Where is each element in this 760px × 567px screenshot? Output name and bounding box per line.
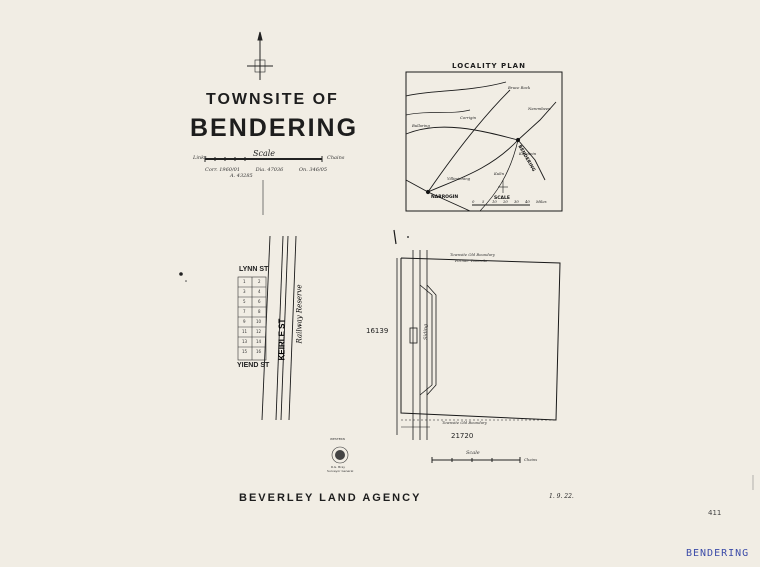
siding-label: Siding: [423, 323, 429, 340]
town-corrigin: Corrigin: [460, 115, 477, 120]
town-narembeen: Narembeen: [528, 106, 551, 111]
north-arrow-icon: [247, 31, 273, 80]
lot-number: 2: [258, 279, 261, 284]
seal-agent: R.G. Bray: [331, 465, 346, 469]
boundary-label-bottom: Townsite Old Boundary: [442, 420, 487, 425]
locality-scale-units: Miles: [536, 199, 547, 204]
archive-stamp: BENDERING: [686, 548, 750, 559]
lot-grid: [237, 276, 267, 361]
railway-reserve: [261, 235, 297, 421]
plot-scale-label: Scale: [466, 450, 480, 456]
seal-top-text: WESTERN: [330, 437, 345, 441]
lot-number: 1: [243, 279, 246, 284]
boundary-label-top-2: Former Townsite: [455, 258, 488, 263]
street-keirle: KEIRLE ST: [277, 318, 287, 361]
seal-agent-2: Surveyor General: [327, 469, 354, 473]
agency-name: BEVERLEY LAND AGENCY: [239, 492, 422, 504]
townsite-boundary: [393, 229, 561, 440]
town-kulin: Kulin: [494, 171, 505, 176]
seal-icon: [331, 446, 349, 464]
scale-left-unit: Links: [193, 155, 207, 161]
locality-scale-tick-2: 10: [492, 199, 497, 204]
scale-bar: [204, 156, 323, 162]
lot-number: 8: [258, 309, 261, 314]
dia-ref: Dia. 47036: [255, 167, 284, 173]
town-yilliminning: Yilliminning: [447, 176, 471, 181]
lot-number: 14: [256, 339, 262, 344]
locality-plan: [405, 71, 563, 212]
locality-scale-tick-4: 30: [514, 199, 519, 204]
plan-date: 1. 9. 22.: [549, 493, 574, 500]
lot-number: 7: [243, 309, 246, 314]
lot-number: 12: [256, 329, 262, 334]
scale-label: Scale: [253, 149, 276, 158]
lot-number: 5: [243, 299, 246, 304]
street-lynn: LYNN ST: [239, 266, 269, 273]
on-ref: On. 346/05: [298, 167, 327, 173]
town-bruce-rock: Bruce Rock: [508, 85, 531, 90]
lot-number: 10: [256, 319, 262, 324]
corr-ref: Corr. 1960/01: [205, 167, 241, 173]
lot-number: 4: [258, 289, 261, 294]
lot-number: 13: [242, 339, 248, 344]
town-kondinin: Kondinin: [519, 151, 537, 156]
lot-number: 16: [256, 349, 262, 354]
town-narrogin: NARROGIN: [431, 195, 459, 200]
reference-numbers: Corr. 1960/01 Dia. 47036 On. 346/05: [205, 168, 341, 173]
lot-number: 3: [243, 289, 246, 294]
lot-number: 6: [258, 299, 261, 304]
plot-scale-units: Chains: [524, 457, 538, 462]
lot-number: 15: [242, 349, 248, 354]
scale-right-unit: Chains: [327, 155, 345, 161]
plot-scale-bar: [431, 457, 521, 463]
locality-scale-tick-5: 40: [525, 199, 530, 204]
locality-plan-title: LOCALITY PLAN: [452, 62, 526, 70]
street-yiend: YIEND ST: [237, 362, 270, 369]
locality-scale-tick-1: 5: [482, 199, 485, 204]
boundary-label-top: Townsite Old Boundary: [450, 252, 495, 257]
locality-scale-tick-0: 0: [472, 199, 475, 204]
railway-reserve-label: Railway Reserve: [295, 284, 304, 344]
locality-scale-label: SCALE: [494, 196, 510, 201]
lot-number: 11: [242, 329, 248, 334]
townsite-label: TOWNSITE OF: [206, 91, 339, 108]
archive-mark: 411: [708, 509, 722, 517]
location-number-bottom: 21720: [451, 432, 474, 440]
town-bullaring: Bullaring: [412, 123, 430, 128]
townsite-name: BENDERING: [190, 114, 359, 142]
dia-ref-2: A. 43285: [230, 173, 253, 179]
lot-number: 9: [243, 319, 246, 324]
locality-scale-tick-3: 20: [503, 199, 508, 204]
location-number-left: 16139: [366, 327, 389, 335]
